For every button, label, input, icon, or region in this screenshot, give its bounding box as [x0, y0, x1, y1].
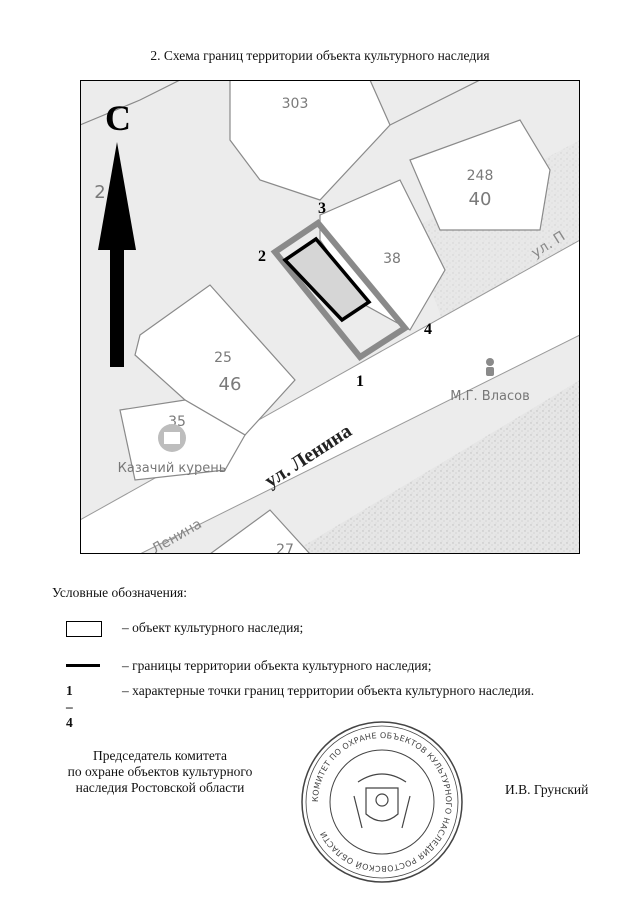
quarter-area	[290, 380, 580, 554]
legend-text: – границы территории объекта культурного…	[122, 658, 432, 673]
label-27: 27	[276, 542, 294, 554]
signer-position: Председатель комитета по охране объектов…	[50, 748, 270, 796]
point-4: 4	[424, 321, 432, 338]
point-1: 1	[356, 373, 364, 390]
north-arrow-icon	[98, 142, 136, 367]
person-icon	[486, 358, 494, 376]
parcel-top-left	[80, 80, 181, 126]
parcel-lower	[208, 509, 311, 554]
legend-title: Условные обозначения:	[52, 585, 188, 600]
territory-boundary	[270, 218, 410, 361]
parcel-248	[409, 119, 551, 231]
label-40: 40	[469, 189, 492, 210]
place-vlasov: М.Г. Власов	[450, 389, 530, 404]
label-46: 46	[219, 374, 242, 395]
coat-of-arms-icon	[353, 773, 411, 829]
legend-points-label: 1 – 4	[66, 683, 73, 730]
legend-text: – характерные точки границ территории об…	[122, 683, 535, 698]
svg-text:КОМИТЕТ ПО ОХРАНЕ ОБЪЕКТОВ КУЛ: КОМИТЕТ ПО ОХРАНЕ ОБЪЕКТОВ КУЛЬТУРНОГО Н…	[311, 731, 453, 873]
parcel-38	[319, 179, 446, 331]
label-25: 25	[214, 350, 232, 366]
point-2: 2	[258, 248, 266, 265]
position-line: Председатель комитета	[93, 748, 227, 763]
legend-box-icon	[66, 621, 102, 637]
point-3: 3	[318, 200, 326, 217]
signer-name: И.В. Грунский	[505, 782, 589, 797]
legend-line-icon	[66, 664, 100, 667]
label-2: 2	[94, 182, 105, 203]
road-lenina	[80, 240, 580, 554]
place-kurene: Казачий курень	[118, 461, 227, 476]
legend-text: – объект культурного наследия;	[122, 620, 304, 635]
parcel-right	[389, 80, 481, 126]
page-title: 2. Схема границ территории объекта культ…	[150, 48, 490, 63]
parcel-303	[229, 80, 391, 201]
label-303: 303	[282, 96, 309, 112]
position-line: по охране объектов культурного	[67, 764, 253, 779]
site-map: 303 248 40 38 25 46 35 27 2 ул. Ленина Л…	[80, 80, 580, 554]
kurene-icon	[158, 424, 186, 452]
heritage-object	[282, 236, 372, 323]
north-letter: С	[105, 98, 131, 138]
position-line: наследия Ростовской области	[75, 780, 245, 795]
official-seal: КОМИТЕТ ПО ОХРАНЕ ОБЪЕКТОВ КУЛЬТУРНОГО Н…	[301, 721, 463, 883]
label-38: 38	[383, 251, 401, 267]
label-248: 248	[467, 168, 494, 184]
